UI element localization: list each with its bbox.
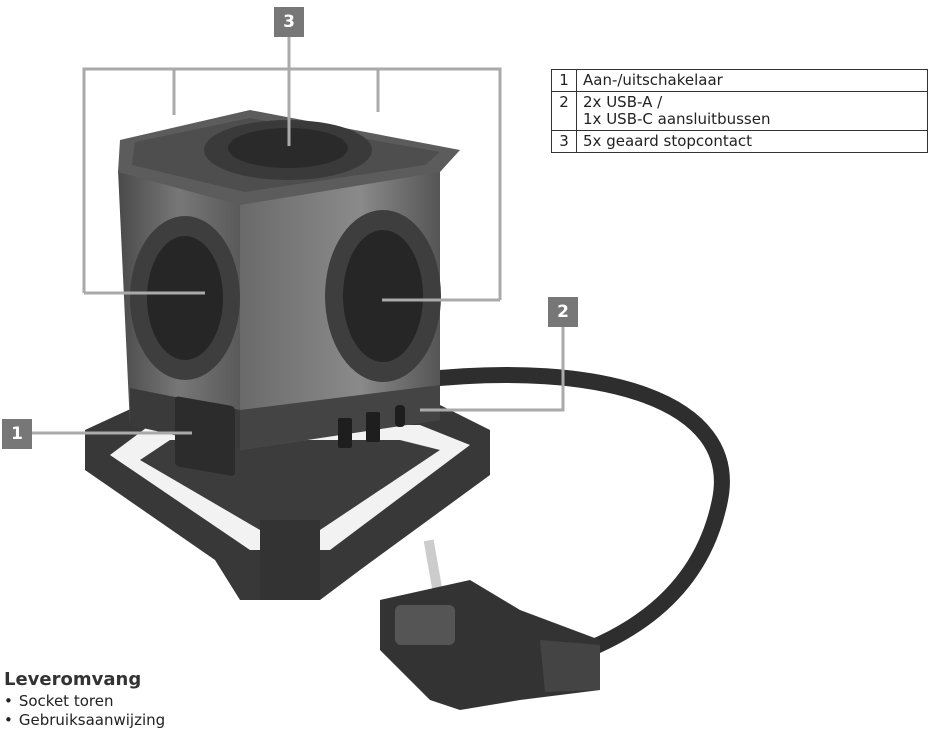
legend-row: 2 2x USB-A / 1x USB-C aansluitbussen [551, 91, 928, 131]
scope-of-delivery: Leveromvang Socket toren Gebruiksaanwijz… [4, 669, 165, 730]
scope-item: Gebruiksaanwijzing [4, 711, 165, 730]
leader-line-3-bracket [82, 67, 502, 300]
power-plug [380, 539, 600, 710]
leader-line-2 [420, 326, 565, 412]
tower-body [118, 110, 460, 476]
legend-number: 1 [551, 69, 577, 92]
legend-text: 5x geaard stopcontact [576, 130, 928, 153]
legend-row: 3 5x geaard stopcontact [551, 130, 928, 153]
legend-text: Aan-/uitschakelaar [576, 69, 928, 92]
callout-3: 3 [274, 7, 304, 37]
scope-title: Leveromvang [4, 669, 142, 690]
legend-text: 2x USB-A / 1x USB-C aansluitbussen [576, 91, 928, 131]
legend-number: 2 [551, 91, 577, 131]
leader-lines [32, 35, 565, 435]
scope-list: Socket toren Gebruiksaanwijzing [4, 692, 165, 730]
legend-table: 1 Aan-/uitschakelaar 2 2x USB-A / 1x USB… [551, 69, 928, 153]
callout-2: 2 [548, 297, 578, 327]
legend-row: 1 Aan-/uitschakelaar [551, 69, 928, 92]
legend-number: 3 [551, 130, 577, 153]
scope-item: Socket toren [4, 692, 165, 711]
callout-1: 1 [2, 419, 32, 449]
power-cable [412, 367, 730, 668]
